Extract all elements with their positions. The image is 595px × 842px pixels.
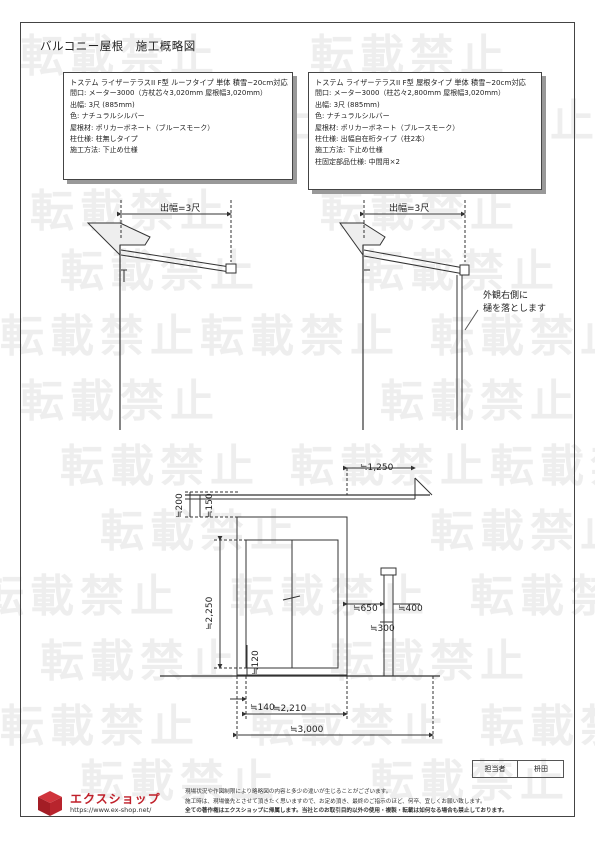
note-line: 全ての著作権はエクスショップに帰属します。当社とのお取引目的以外の使用・複製・転… — [185, 808, 508, 814]
dimension-label: 出幅=3尺 — [389, 202, 429, 214]
spec-line: 色: ナチュラルシルバー — [70, 112, 145, 121]
dimension-label: ≒400 — [398, 604, 423, 614]
dimension-label: ≒140 — [250, 703, 275, 713]
dimension-label: ≒300 — [370, 624, 395, 634]
logo-text: エクスショップ — [70, 792, 161, 806]
elevation-view — [160, 465, 440, 740]
gutter-callout: 外観右側に 樋を落とします — [483, 290, 546, 315]
drawing-frame — [20, 22, 575, 817]
spec-line: 出幅: 3尺 (885mm) — [70, 100, 135, 109]
note-line: 施工時は、現場優先とさせて頂きたく思いますので、お定め頂き、最終のご指示のほど、… — [185, 798, 486, 805]
dimension-label: ≒120 — [251, 650, 261, 675]
dimension-label: ≒200 — [175, 493, 185, 518]
note-line: 現場状況や作図制限により略略図の内容と多少の違いが生じることがございます。 — [185, 789, 392, 795]
spec-line: 色: ナチュラルシルバー — [315, 112, 390, 121]
stamp-name: 枡田 — [534, 765, 548, 773]
section-view-left — [86, 200, 237, 430]
spec-box-roof-type: トステム ライザーテラスII F型 ルーフタイプ 単体 積雪~20cm対応 間口… — [63, 72, 293, 180]
spec-line: 柱仕様: 出幅自在桁タイプ（柱2本） — [315, 135, 430, 144]
callout-line: 樋を落とします — [483, 303, 547, 314]
spec-line: 屋根材: ポリカーボネート（ブルースモーク） — [315, 123, 460, 132]
spec-line: 間口: メーター3000（方杖芯々3,020mm 屋根幅3,020mm） — [70, 89, 267, 98]
page-title: バルコニー屋根 施工概略図 — [40, 39, 196, 53]
section-view-right — [339, 200, 479, 430]
spec-line: トステム ライザーテラスII F型 ルーフタイプ 単体 積雪~20cm対応 — [70, 78, 288, 87]
dimension-label: ≒1,250 — [360, 463, 394, 473]
spec-line: 施工方法: 下止め仕様 — [315, 146, 383, 155]
spec-line: トステム ライザーテラスII F型 屋根タイプ 単体 積雪~20cm対応 — [315, 78, 526, 87]
spec-line: 施工方法: 下止め仕様 — [70, 146, 138, 155]
logo-url: https://www.ex-shop.net/ — [70, 806, 152, 814]
dimension-label: ≒2,250 — [205, 596, 215, 630]
dimension-label: ≒2,210 — [273, 704, 307, 714]
spec-line: 柱仕様: 柱無しタイプ — [70, 135, 138, 144]
stamp-label: 担当者 — [473, 761, 518, 777]
dimension-label: ≒3,000 — [290, 725, 324, 735]
spec-line: 出幅: 3尺 (885mm) — [315, 100, 380, 109]
footer-notes: 現場状況や作図制限により略略図の内容と多少の違いが生じることがございます。 施工… — [185, 788, 508, 817]
logo-cube-icon — [38, 791, 62, 816]
approver-stamp: 担当者 枡田 — [472, 760, 564, 778]
spec-line: 間口: メーター3000（柱芯々2,800mm 屋根幅3,020mm） — [315, 89, 505, 98]
spec-line: 柱固定部品仕様: 中間用×2 — [315, 157, 400, 166]
dimension-label: ≒650 — [353, 604, 378, 614]
spec-box-post-type: トステム ライザーテラスII F型 屋根タイプ 単体 積雪~20cm対応 間口:… — [308, 72, 542, 190]
callout-line: 外観右側に — [483, 291, 529, 301]
dimension-label: ≒150 — [205, 493, 215, 518]
spec-line: 屋根材: ポリカーボネート（ブルースモーク） — [70, 123, 215, 132]
dimension-label: 出幅=3尺 — [160, 202, 200, 214]
